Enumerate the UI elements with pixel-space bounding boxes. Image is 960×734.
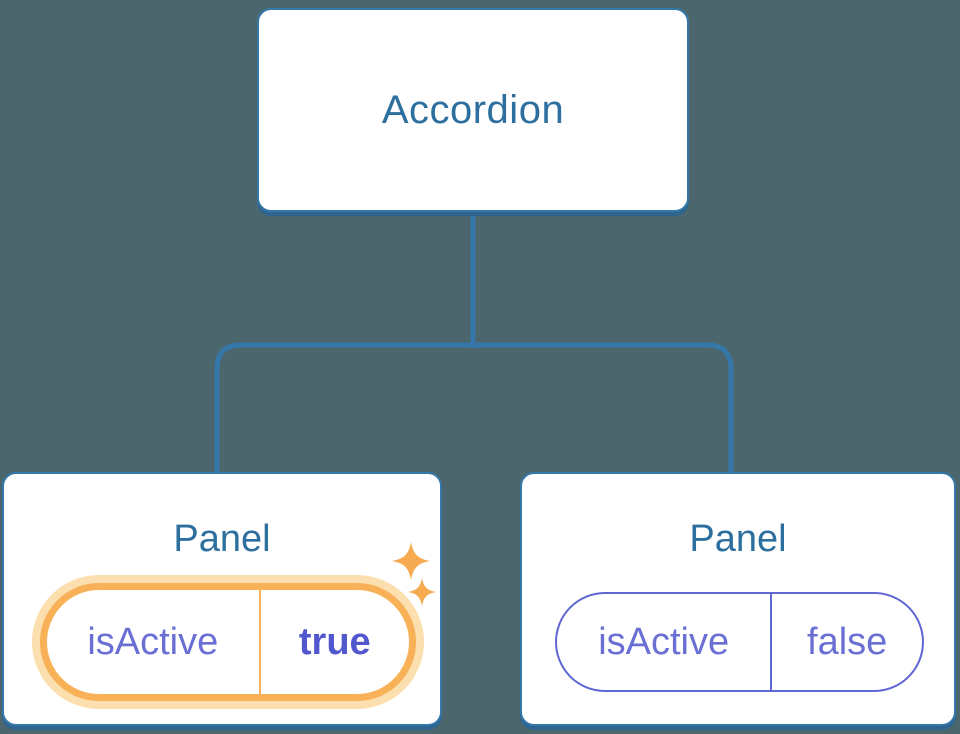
state-value-label: false <box>807 620 888 663</box>
accordion-node-label: Accordion <box>381 87 565 132</box>
sparkle-icon-small <box>408 578 436 606</box>
panel-node-label: Panel <box>173 518 271 560</box>
panel-node-label: Panel <box>689 518 787 560</box>
state-key-label: isActive <box>47 590 261 694</box>
panel-node-inactive: Panel isActive false <box>520 472 956 726</box>
state-key-label: isActive <box>557 594 773 690</box>
panel-node-active: Panel isActive true <box>2 472 442 726</box>
accordion-node: Accordion <box>257 8 689 212</box>
sparkle-icon-large <box>392 542 430 580</box>
state-pill-isactive-false: isActive false <box>555 592 924 692</box>
state-value-label: true <box>298 620 371 663</box>
connector-branches <box>214 342 734 472</box>
state-pill-isactive-true: isActive true <box>40 583 416 701</box>
